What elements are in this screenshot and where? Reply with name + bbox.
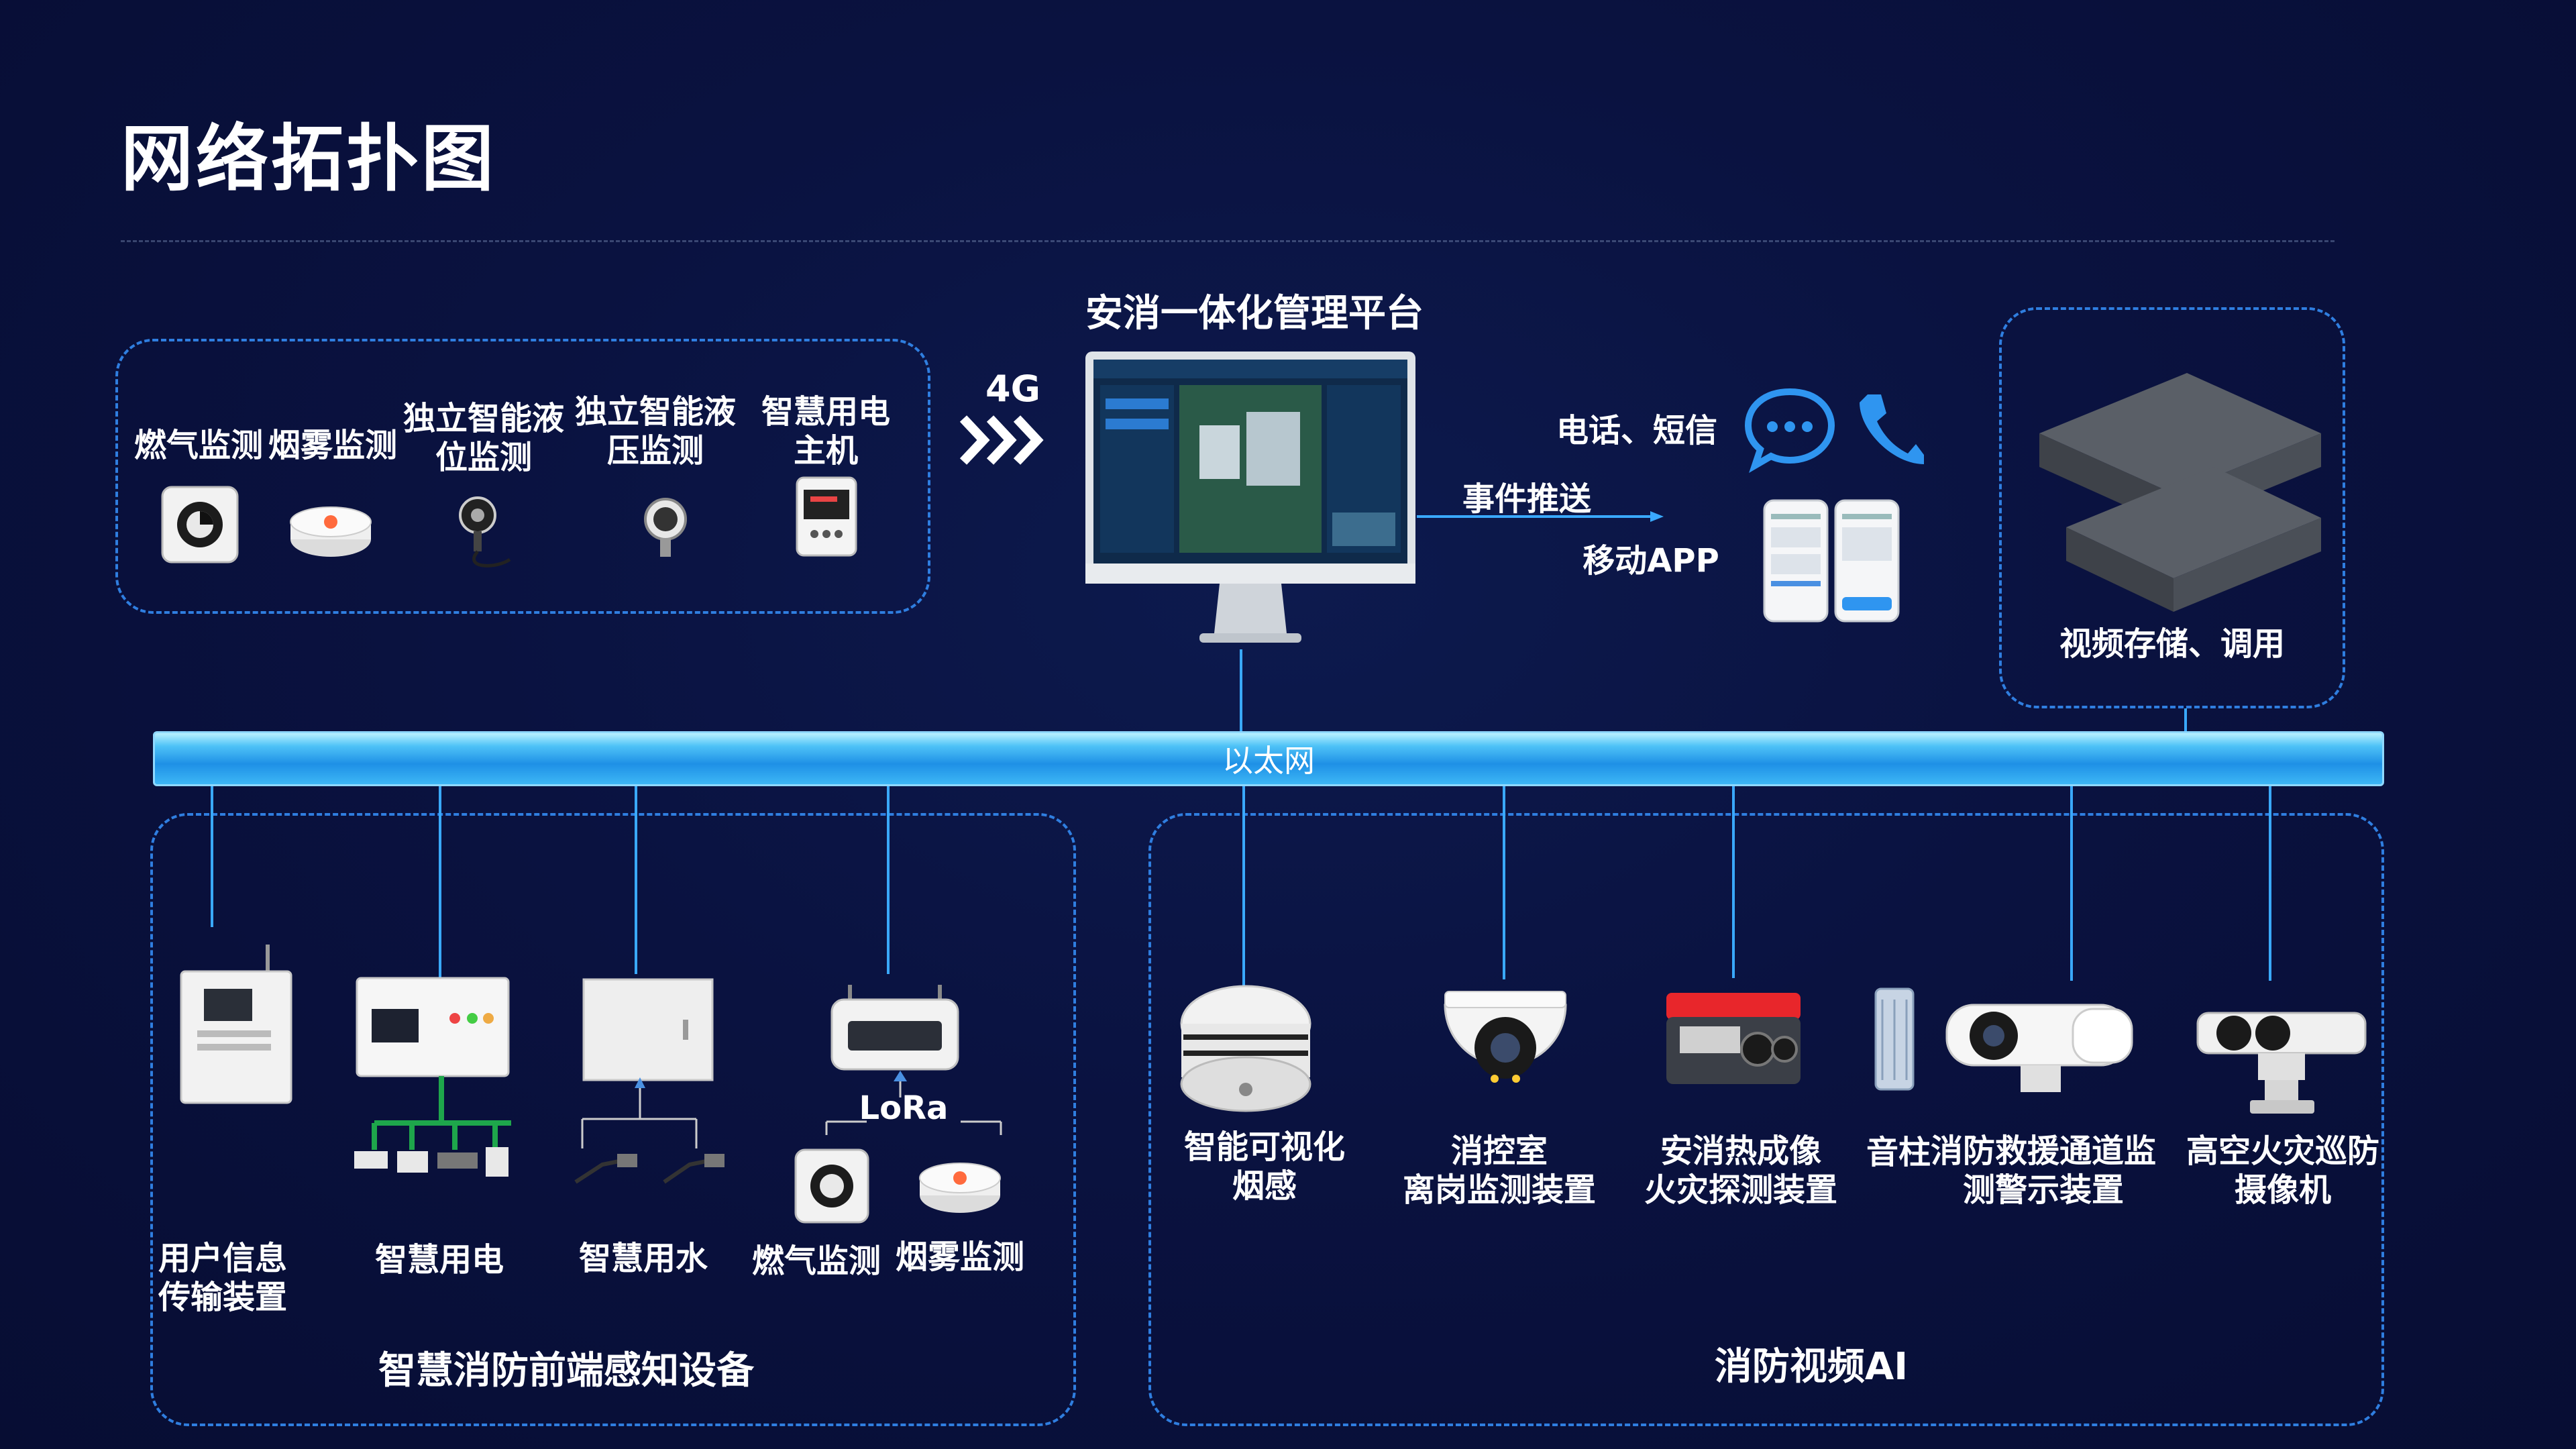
top-device-label-power-host: 智慧用电 主机	[761, 393, 890, 470]
top-device-group	[115, 339, 930, 614]
smoke-monitor-icon[interactable]	[916, 1157, 1004, 1217]
video-link-highpoint	[2269, 786, 2271, 981]
event-push-arrow	[1417, 511, 1664, 522]
video-link-control-room	[1503, 786, 1505, 979]
video-ai-group-title: 消防视频AI	[1714, 1345, 1909, 1389]
video-link-smoke	[1242, 786, 1245, 989]
video-link-thermal	[1732, 786, 1735, 978]
title-divider	[121, 240, 2334, 242]
frontend-label-smoke: 烟雾监测	[895, 1238, 1024, 1276]
transmission-arrows-icon	[959, 415, 1044, 465]
smart-power-host-icon[interactable]	[354, 975, 511, 1189]
platform-bus-link	[1240, 649, 1242, 731]
phone-sms-label: 电话、短信	[1556, 412, 1717, 449]
mobile-app-phones-icon	[1763, 499, 1900, 623]
lora-branch-lines	[825, 1120, 1002, 1135]
top-device-label-gas: 燃气监测	[133, 427, 263, 464]
bullet-camera-icon[interactable]	[1945, 996, 2135, 1096]
platform-title: 安消一体化管理平台	[1085, 292, 1424, 335]
frontend-label-power: 智慧用电	[374, 1241, 504, 1279]
pressure-sensor-icon	[644, 498, 687, 557]
thermal-camera-icon[interactable]	[1666, 993, 1801, 1087]
gas-detector-icon	[161, 486, 239, 564]
connection-label: 4G	[985, 368, 1040, 410]
video-link-passage	[2070, 786, 2073, 981]
visual-smoke-detector-icon[interactable]	[1177, 983, 1315, 1115]
video-label-control-room: 消控室 离岗监测装置	[1402, 1132, 1596, 1209]
frontend-link-water	[635, 786, 637, 974]
frontend-label-water: 智慧用水	[578, 1240, 708, 1277]
video-label-speaker: 音柱	[1866, 1134, 1931, 1171]
top-device-label-smoke: 烟雾监测	[268, 427, 397, 464]
storage-group	[1999, 307, 2345, 708]
video-label-passage: 消防救援通道监 测警示装置	[1930, 1132, 2156, 1209]
video-label-thermal: 安消热成像 火灾探测装置	[1644, 1132, 1837, 1209]
frontend-device-group	[150, 813, 1076, 1426]
storage-label: 视频存储、调用	[2059, 625, 2285, 663]
lora-uplink-arrow	[894, 1071, 907, 1097]
gas-monitor-icon[interactable]	[793, 1147, 871, 1225]
frontend-link-lora-gateway	[887, 786, 890, 974]
frontend-label-user-info: 用户信息 传输装置	[158, 1240, 288, 1316]
storage-bus-link	[2184, 708, 2187, 731]
smart-water-icon[interactable]	[574, 966, 737, 1218]
ptz-patrol-camera-icon[interactable]	[2194, 1000, 2368, 1120]
nvr-storage-icon[interactable]	[2039, 373, 2321, 621]
top-device-label-level: 独立智能液 位监测	[402, 400, 564, 476]
platform-monitor-icon[interactable]	[1085, 352, 1415, 649]
speaker-column-icon[interactable]	[1873, 986, 1916, 1093]
frontend-group-title: 智慧消防前端感知设备	[378, 1349, 754, 1393]
dome-camera-icon[interactable]	[1438, 978, 1572, 1112]
chat-bubble-icon	[1744, 388, 1835, 474]
lora-gateway-icon[interactable]	[828, 985, 962, 1071]
frontend-label-gas: 燃气监测	[751, 1242, 881, 1280]
level-sensor-icon	[459, 496, 511, 568]
video-label-smoke: 智能可视化 烟感	[1183, 1128, 1345, 1205]
page-title: 网络拓扑图	[121, 117, 497, 201]
lora-label: LoRa	[859, 1089, 949, 1127]
video-label-highpoint: 高空火灾巡防 摄像机	[2186, 1132, 2379, 1209]
ethernet-bus: 以太网	[153, 731, 2384, 786]
video-ai-group	[1148, 813, 2384, 1426]
event-push-label: 事件推送	[1462, 480, 1591, 518]
top-device-label-pressure: 独立智能液 压监测	[574, 393, 736, 470]
user-info-transmitter-icon[interactable]	[177, 942, 295, 1106]
mobile-app-label: 移动APP	[1582, 542, 1719, 580]
frontend-link-power	[439, 786, 441, 978]
power-host-icon	[796, 476, 857, 557]
phone-call-icon	[1860, 394, 1924, 464]
ethernet-bus-label: 以太网	[1222, 743, 1315, 779]
frontend-link-user-info	[211, 786, 213, 927]
smoke-detector-icon	[290, 506, 372, 557]
